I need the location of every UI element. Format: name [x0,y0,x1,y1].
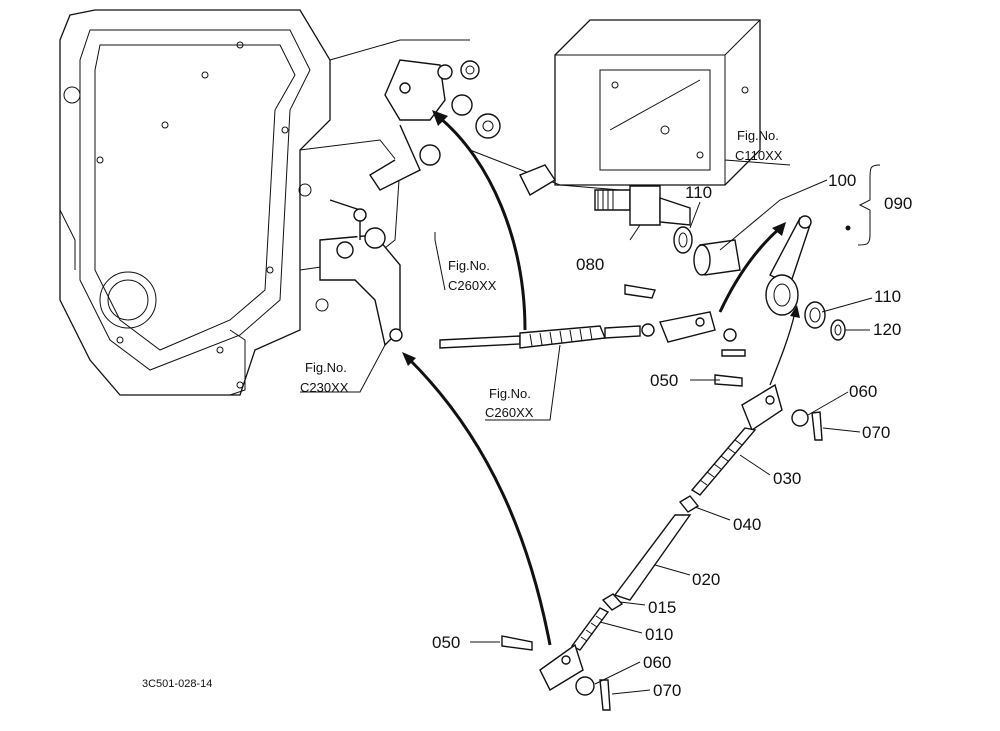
arrow-rod-to-arm [769,311,796,386]
control-arm-090 [765,215,812,316]
lower-bracket [319,199,403,347]
transmission-housing-right [469,19,761,191]
rod-030 [690,427,757,496]
assembly-arrows [402,110,800,646]
label-080: 080 [576,255,604,274]
label-110-upper: 110 [685,183,712,202]
label-050-lower: 050 [432,633,460,652]
turnbuckle-020 [613,514,692,601]
arm-assembly-dot [845,225,851,231]
rod-010 [570,607,610,651]
label-100: 100 [828,171,856,190]
label-110-lower: 110 [874,287,901,306]
part-labels: 090 100 110 080 110 120 050 060 070 030 … [432,171,912,700]
label-070-lower: 070 [653,681,681,700]
label-030: 030 [773,469,801,488]
bushing-100 [693,239,741,276]
washer-110-lower [804,301,826,329]
snap-ring-120 [830,319,846,341]
label-070-upper: 070 [862,423,890,442]
label-090: 090 [884,194,912,213]
ref-c260-upper-line2: C260XX [448,278,497,293]
label-060-lower: 060 [643,653,671,672]
nut-015 [601,593,624,611]
lower-clevis [501,635,611,711]
pivot-shaft-080 [594,185,691,226]
control-cable [439,284,746,357]
ref-c260-upper-line1: Fig.No. [448,258,490,273]
ref-c110-line2: C110XX [735,148,783,163]
nut-040 [678,495,700,513]
arrow-clevis-to-arm [718,226,781,313]
washer-110-upper [673,226,693,254]
upper-bracket [369,59,556,196]
label-015: 015 [648,598,676,617]
arrow-lower-clevis-to-bracket-head [402,352,416,366]
label-020: 020 [692,570,720,589]
arrow-clevis-to-arm-head [772,222,786,236]
ref-c230-line2: C230XX [300,380,349,395]
label-120: 120 [873,320,901,339]
drawing-code: 3C501-028-14 [142,678,212,690]
transmission-housing-left [59,9,470,396]
label-050-upper: 050 [650,371,678,390]
label-010: 010 [645,625,673,644]
ref-c260-lower-line2: C260XX [485,405,534,420]
ref-c110-line1: Fig.No. [737,128,779,143]
label-040: 040 [733,515,761,534]
ref-c260-lower-line1: Fig.No. [489,386,531,401]
arrow-lower-clevis-to-bracket [408,358,552,646]
arrow-rod-to-arm-head [790,305,800,318]
leader-lines [300,145,881,695]
figure-references: Fig.No. C110XX Fig.No. C260XX Fig.No. C2… [300,128,783,420]
arrow-cable-to-bracket-head [432,110,448,126]
arrow-cable-to-bracket [439,116,527,331]
ref-c230-line1: Fig.No. [305,360,347,375]
upper-clevis [714,374,823,441]
label-060-upper: 060 [849,382,877,401]
